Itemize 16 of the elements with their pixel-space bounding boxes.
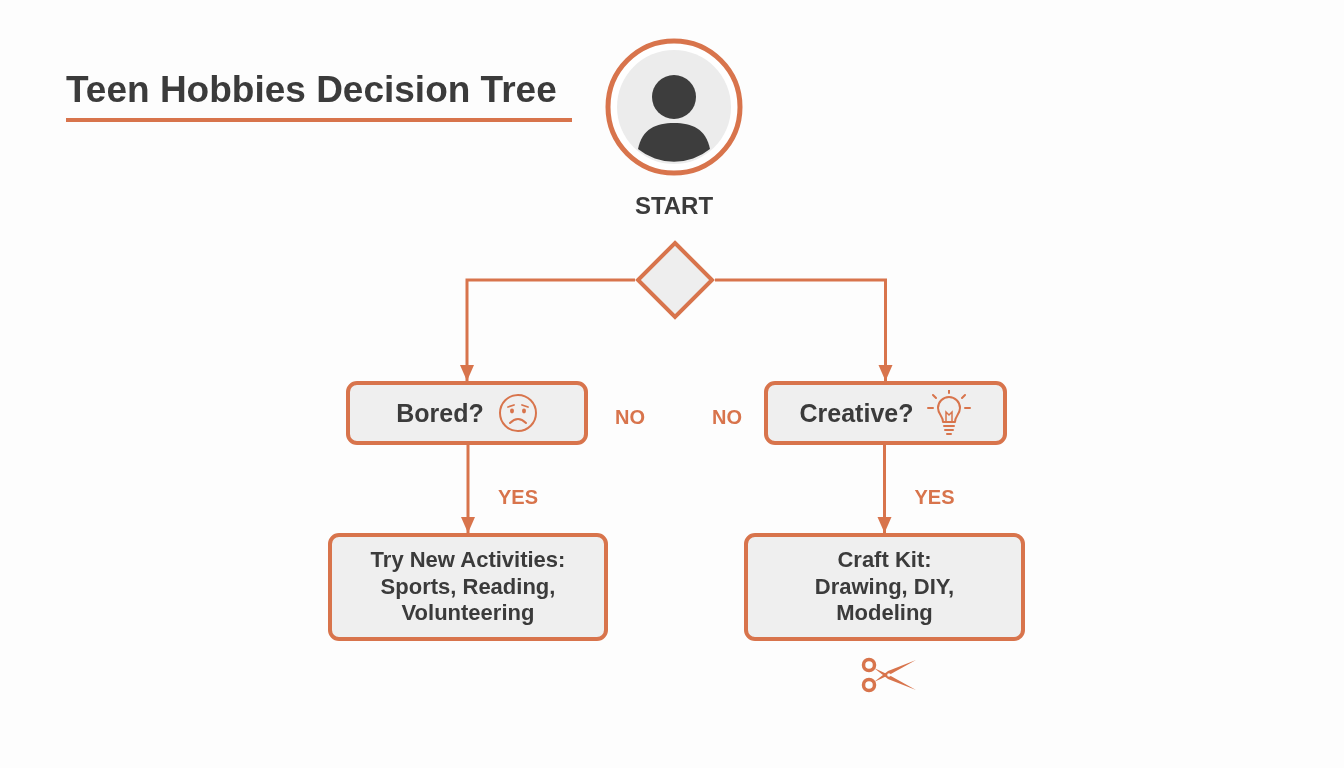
result-box (744, 533, 1025, 641)
arrow (877, 445, 892, 533)
start-label: START (633, 192, 715, 220)
decision-box (346, 381, 588, 445)
result-box (328, 533, 608, 641)
arrow (715, 278, 893, 381)
result-text: Try New Activities: Sports, Reading, Volunteering (369, 547, 567, 627)
branch-label: NO (615, 405, 645, 429)
branch-label: NO (712, 405, 742, 429)
question-text: Creative? (799, 398, 914, 428)
question-text: Bored? (396, 398, 484, 428)
title: Teen Hobbies Decision Tree (66, 69, 557, 112)
arrow (460, 278, 635, 381)
decision-box (764, 381, 1007, 445)
arrow (461, 445, 475, 533)
result-text: Craft Kit: Drawing, DIY, Modeling (813, 547, 956, 627)
